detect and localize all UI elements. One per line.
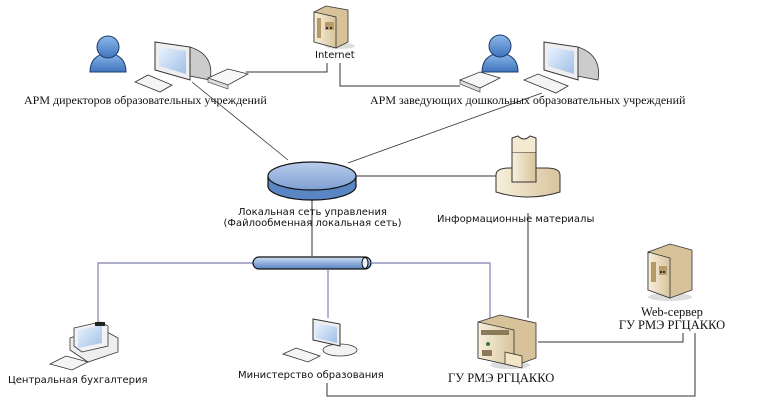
info-label: Информационные материалы bbox=[437, 214, 595, 225]
link-internet-preschool bbox=[339, 63, 460, 87]
web-server-label-line2: ГУ РМЭ РГЦАККО bbox=[618, 318, 726, 332]
internet-label: Internet bbox=[315, 50, 355, 61]
network-bus-icon bbox=[252, 256, 372, 270]
preschool-user-icon bbox=[481, 34, 519, 73]
link-directors-lan bbox=[191, 81, 289, 161]
connection-lines bbox=[97, 63, 696, 397]
ministry-monitor-icon bbox=[281, 318, 358, 363]
link-bus-right bbox=[372, 262, 491, 318]
link-preschool-lan bbox=[347, 92, 543, 164]
directors-router-icon bbox=[206, 68, 250, 90]
directors-monitor-icon bbox=[134, 41, 212, 93]
web-server-label-line1: Web-сервер bbox=[641, 305, 703, 319]
link-internet-directors bbox=[246, 63, 328, 73]
preschool-monitor-icon bbox=[522, 41, 599, 94]
web-server-icon bbox=[647, 243, 693, 301]
link-bus-accounting bbox=[97, 262, 254, 322]
directors-label: АРМ директоров образовательных учреждени… bbox=[24, 93, 267, 107]
lan-label-line2: (Файлообменная локальная сеть) bbox=[223, 218, 402, 229]
link-ministry-web bbox=[326, 333, 696, 397]
accounting-pc-icon bbox=[48, 321, 119, 371]
directors-user-icon bbox=[89, 35, 127, 73]
preschool-router-icon bbox=[458, 71, 502, 93]
ministry-label: Министерство образования bbox=[238, 370, 384, 381]
preschool-label: АРМ заведующих дошкольных образовательны… bbox=[370, 93, 686, 107]
lan-label: Локальная сеть управления (Файлообменная… bbox=[210, 207, 415, 229]
web-server-label: Web-сервер ГУ РМЭ РГЦАККО bbox=[612, 306, 732, 332]
gu-file-server-icon bbox=[477, 314, 537, 369]
lan-hub-icon bbox=[267, 161, 357, 201]
lan-label-line1: Локальная сеть управления bbox=[238, 207, 387, 218]
internet-server-icon bbox=[313, 5, 355, 49]
accounting-label: Центральная бухгалтерия bbox=[8, 375, 148, 386]
gu-server-label: ГУ РМЭ РГЦАККО bbox=[448, 371, 555, 385]
link-gu-web bbox=[538, 333, 684, 343]
info-storage-icon bbox=[495, 135, 561, 198]
